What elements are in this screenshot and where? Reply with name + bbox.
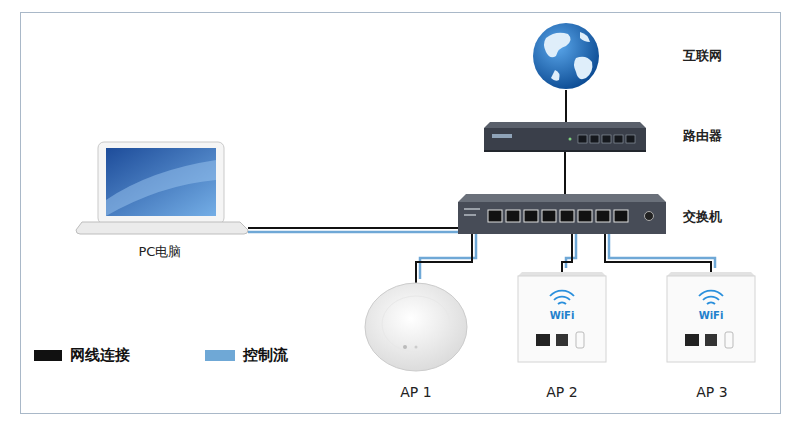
legend-entry: 网线连接 [34, 343, 130, 367]
device-label: 互联网 [683, 48, 722, 64]
switch-port [488, 210, 502, 222]
switch-marking [464, 208, 480, 210]
laptop-lid [98, 142, 224, 224]
ap-led [403, 345, 407, 349]
network-cable-line [248, 227, 458, 229]
device-node: 互联网 [532, 22, 600, 90]
switch-front [458, 202, 666, 234]
globe-icon [533, 23, 599, 89]
panel-top [667, 272, 755, 276]
legend-label: 网线连接 [70, 346, 130, 365]
network-cable-line [564, 152, 566, 194]
router-front [484, 128, 646, 152]
device-node: WiFiAP 2 [518, 272, 606, 362]
cable-connector [605, 230, 715, 272]
panel-face [667, 276, 755, 362]
router-port [590, 135, 599, 143]
laptop-base [76, 222, 248, 234]
switch-port [506, 210, 520, 222]
wifi-arc [558, 302, 566, 304]
network-cable-line [565, 90, 567, 122]
device-node: PC电脑 [76, 142, 248, 234]
globe-continent [551, 70, 560, 81]
control-flow-line [420, 230, 476, 279]
switch-port [542, 210, 556, 222]
device-label: 交换机 [683, 209, 722, 225]
router-port [578, 135, 587, 143]
router-port [602, 135, 611, 143]
router-logo [492, 134, 512, 138]
router-port [614, 135, 623, 143]
router-top [484, 122, 646, 128]
panel-button [725, 332, 733, 348]
ap-led [415, 346, 418, 349]
switch-power [645, 212, 654, 221]
laptop-screen [106, 148, 216, 216]
screen-swirl [106, 160, 216, 216]
switch-port [524, 210, 538, 222]
device-label: 路由器 [683, 128, 722, 144]
panel-port [556, 334, 568, 346]
switch-port [578, 210, 592, 222]
device-node: WiFiAP 3 [667, 272, 755, 362]
network-cable-line [605, 234, 711, 272]
legend-swatch [34, 350, 62, 361]
control-flow-line [248, 231, 458, 234]
router-edge [484, 150, 646, 152]
wall-ap-icon [518, 272, 606, 362]
wifi-arc [703, 297, 719, 300]
cable-connector [562, 230, 576, 272]
device-node: AP 1 [365, 283, 467, 371]
cable-connector [416, 230, 476, 283]
device-node: 交换机 [458, 194, 666, 234]
frame-border [21, 13, 781, 414]
cable-connector [248, 228, 458, 232]
ceiling-ap-icon [365, 283, 467, 371]
panel-port [685, 334, 699, 346]
globe-sphere [533, 23, 599, 89]
router-icon [484, 122, 646, 152]
cable-connector [566, 90, 567, 122]
switch-icon [458, 194, 666, 234]
globe-continent [580, 32, 590, 42]
switch-top [458, 194, 666, 202]
legend-label: 控制流 [243, 346, 288, 365]
network-cable-line [416, 234, 472, 283]
switch-port [614, 210, 628, 222]
device-label: AP 1 [400, 384, 431, 401]
switch-marking [464, 214, 476, 216]
router-led [569, 138, 572, 141]
ap-disc [365, 283, 467, 371]
wifi-arc [707, 302, 715, 304]
legend-entry: 控制流 [205, 343, 288, 367]
switch-port [596, 210, 610, 222]
panel-port [536, 334, 550, 346]
legend-swatch [205, 350, 235, 361]
laptop-icon [76, 142, 248, 234]
panel-button [576, 332, 584, 348]
globe-continent [544, 33, 571, 58]
wifi-arc [699, 291, 723, 296]
network-cable-line [562, 234, 572, 272]
router-port [626, 135, 635, 143]
panel-face [518, 276, 606, 362]
globe-continent [574, 57, 592, 79]
wifi-arc [554, 297, 570, 300]
cable-connector [565, 152, 566, 194]
switch-port [560, 210, 574, 222]
device-label: AP 2 [546, 384, 577, 401]
wifi-arc [550, 291, 574, 296]
panel-logo-text: WiFi [699, 310, 724, 322]
device-label: AP 3 [696, 384, 727, 401]
device-label: PC电脑 [139, 244, 182, 260]
panel-logo-text: WiFi [550, 310, 575, 322]
panel-top [518, 272, 606, 276]
device-node: 路由器 [484, 122, 646, 152]
panel-port [705, 334, 717, 346]
wall-ap-icon [667, 272, 755, 362]
ap-ring [382, 296, 450, 352]
